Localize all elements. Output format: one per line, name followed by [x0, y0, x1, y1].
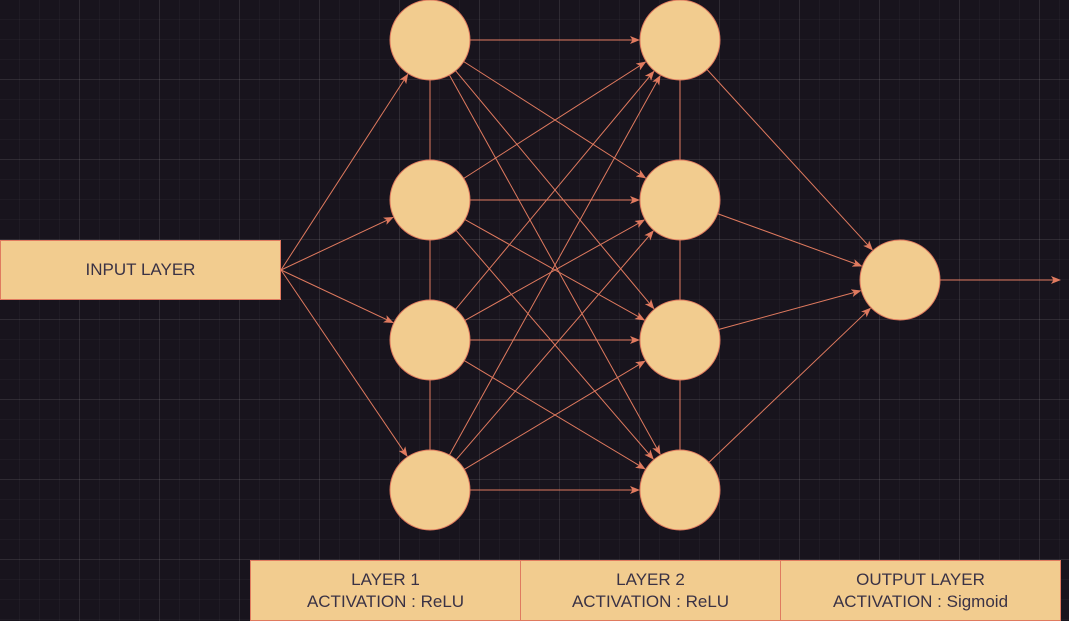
edge-l1n1-to-l2n3	[453, 68, 655, 310]
edge-input-to-layer1-4	[280, 269, 408, 457]
edge-l1n1-to-l2n2	[461, 60, 647, 179]
edge-l2n4-to-output	[707, 307, 872, 465]
layer2-caption-box: LAYER 2 ACTIVATION : ReLU	[520, 560, 781, 621]
layer1-name: LAYER 1	[351, 569, 420, 589]
layer2-activation: ACTIVATION : ReLU	[571, 591, 730, 611]
layer2-node-2	[639, 159, 721, 241]
edge-l1n4-to-l2n1	[448, 74, 661, 458]
layer2-node-3	[639, 299, 721, 381]
layer1-node-1	[389, 0, 471, 81]
layer1-node-2	[389, 159, 471, 241]
input-layer-box: INPUT LAYER	[0, 240, 281, 300]
edge-l2n1-to-output	[705, 67, 873, 251]
edge-l1n3-to-l2n4	[462, 359, 646, 470]
layer1-node-4	[389, 449, 471, 531]
edge-l2n2-to-output	[715, 212, 863, 267]
edge-l1n2-to-l2n4	[454, 228, 654, 460]
edge-l1n1-to-l2n4	[448, 72, 661, 456]
layer1-activation: ACTIVATION : ReLU	[306, 591, 465, 611]
input-layer-label: INPUT LAYER	[85, 260, 196, 279]
layer2-node-1	[639, 0, 721, 81]
output-activation: ACTIVATION : Sigmoid	[832, 591, 1009, 611]
edge-l1n3-to-l2n1	[453, 70, 655, 312]
edge-l1n3-to-l2n2	[462, 219, 646, 322]
output-name: OUTPUT LAYER	[856, 569, 985, 589]
output-caption-box: OUTPUT LAYER ACTIVATION : Sigmoid	[780, 560, 1061, 621]
edge-l2n3-to-output	[716, 289, 862, 331]
layer2-node-4	[639, 449, 721, 531]
edge-input-to-layer1-2	[280, 216, 394, 271]
edge-input-to-layer1-1	[280, 73, 409, 271]
edge-l1n4-to-l2n3	[462, 360, 646, 471]
edge-l1n4-to-l2n2	[454, 230, 654, 462]
edge-l1n2-to-l2n1	[461, 61, 647, 180]
output-node	[859, 239, 941, 321]
layer2-name: LAYER 2	[616, 569, 685, 589]
layer1-node-3	[389, 299, 471, 381]
edge-input-to-layer1-3	[280, 269, 394, 324]
layer1-caption-box: LAYER 1 ACTIVATION : ReLU	[250, 560, 521, 621]
edge-l1n2-to-l2n3	[462, 218, 646, 321]
